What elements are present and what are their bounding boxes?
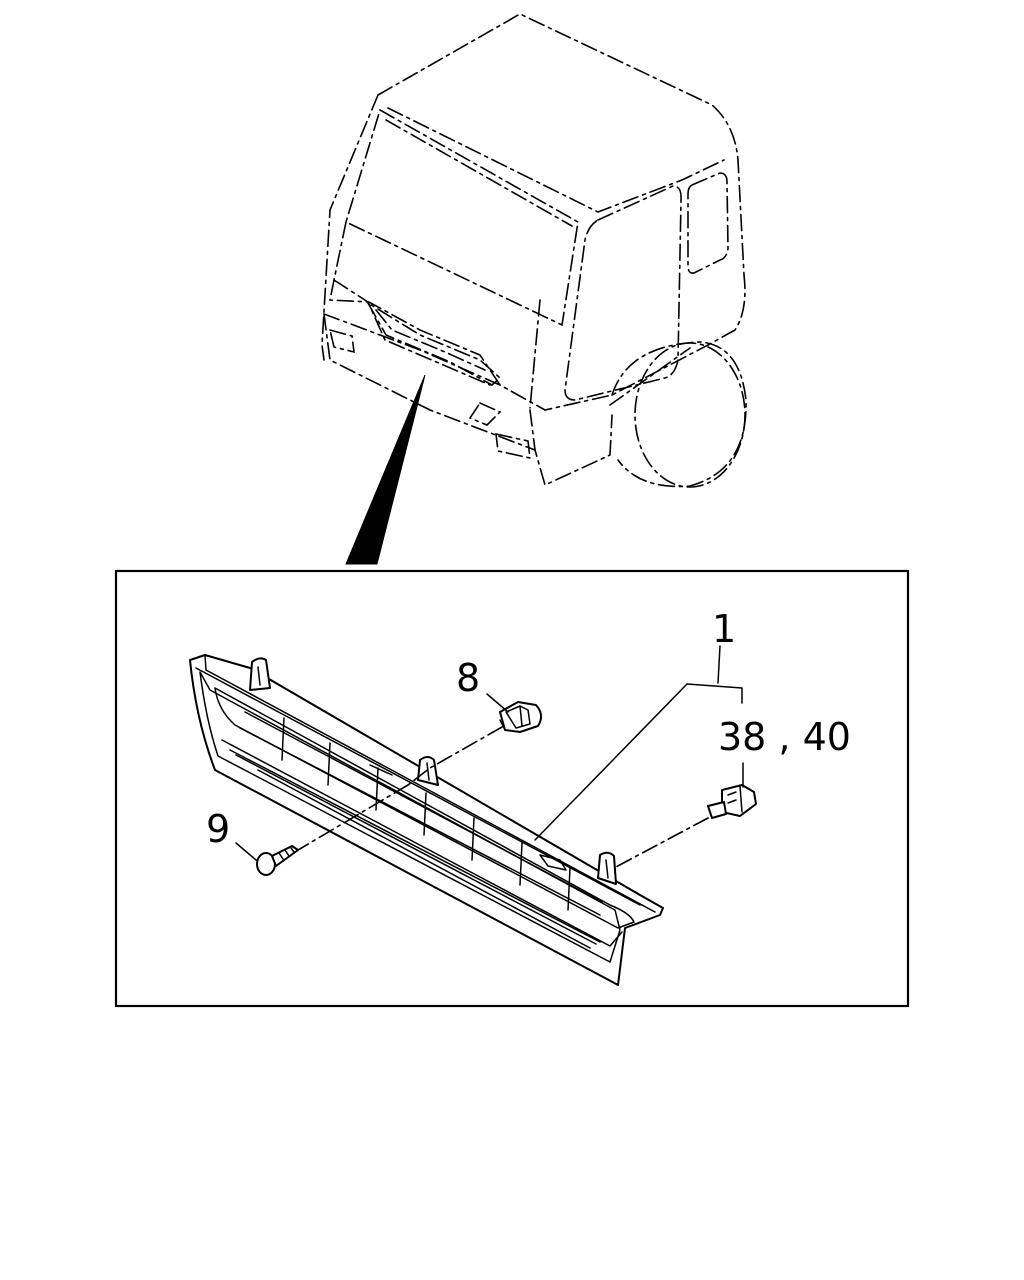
retainer-clip xyxy=(499,701,542,733)
push-fastener xyxy=(707,784,757,819)
callout-8: 8 xyxy=(456,656,480,700)
callout-9: 9 xyxy=(206,807,230,851)
leader-lines xyxy=(235,645,744,869)
detail-pointer xyxy=(345,374,426,565)
callout-38-40: 38 , 40 xyxy=(718,715,851,759)
front-grille xyxy=(189,654,664,986)
detail-frame xyxy=(114,569,910,1008)
truck-cab-illustration xyxy=(321,13,747,488)
screw xyxy=(256,845,299,876)
callout-1: 1 xyxy=(712,607,736,651)
